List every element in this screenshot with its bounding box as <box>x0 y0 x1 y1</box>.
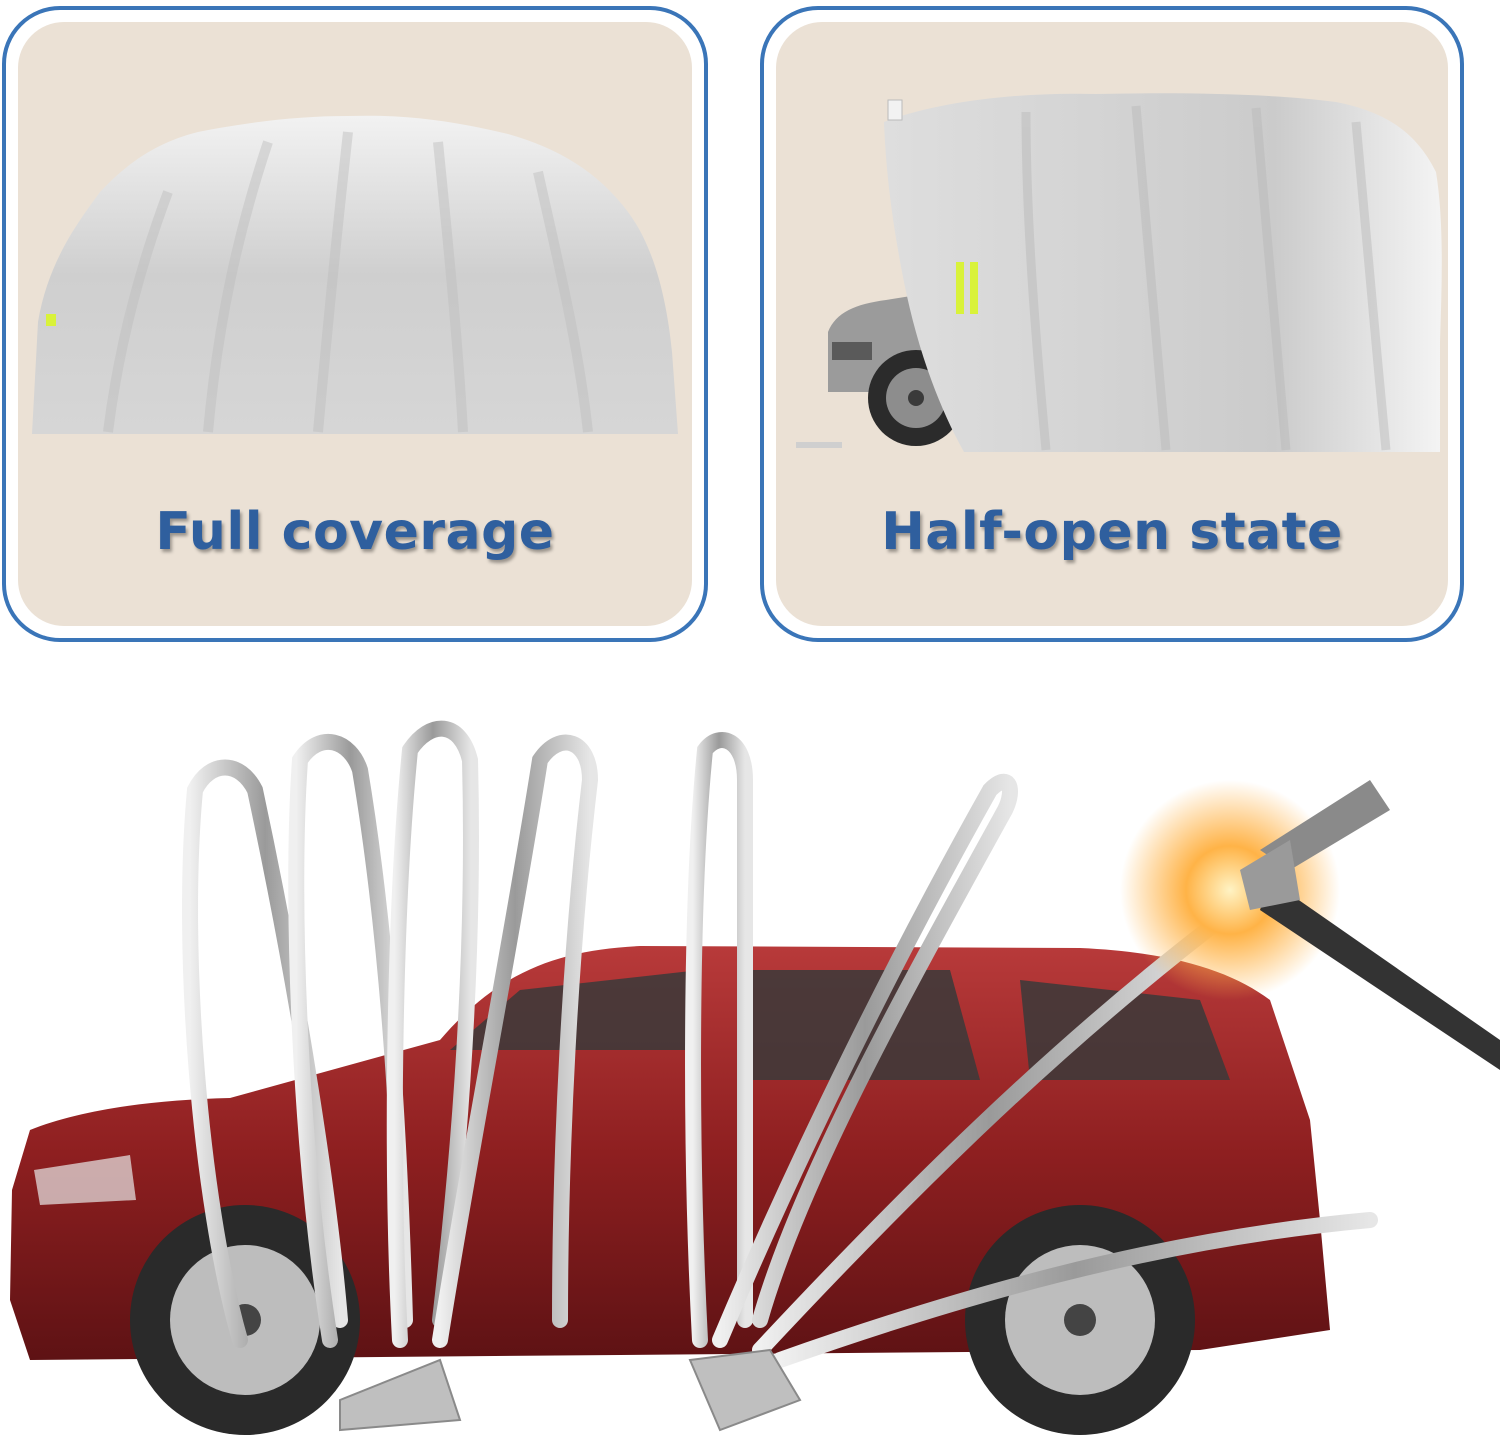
cover-tag <box>887 99 903 121</box>
frame-illustration <box>10 720 1500 1435</box>
half-open-panel: Half-open state <box>760 6 1464 642</box>
hinge-plate <box>688 1348 802 1432</box>
car-cover-icon <box>32 115 678 434</box>
suv-icon <box>10 946 1330 1435</box>
car-cover-icon <box>884 93 1442 453</box>
ground-bar <box>796 442 842 448</box>
hinge-plate <box>339 1358 462 1432</box>
impact-spark-icon <box>1120 780 1340 1000</box>
full-coverage-caption: Full coverage <box>155 502 555 562</box>
full-coverage-panel: Full coverage <box>2 6 708 642</box>
full-cover-illustration <box>32 115 678 434</box>
reflective-strip <box>46 314 56 326</box>
half-open-illustration <box>796 93 1442 453</box>
steel-frame-icon <box>182 720 1408 1428</box>
half-open-panel-inner: Half-open state <box>776 22 1448 626</box>
reflective-strip <box>956 262 964 314</box>
hammer-icon <box>1240 780 1500 1070</box>
reflective-strip <box>970 262 978 314</box>
full-coverage-panel-inner: Full coverage <box>18 22 692 626</box>
half-open-caption: Half-open state <box>881 502 1343 562</box>
